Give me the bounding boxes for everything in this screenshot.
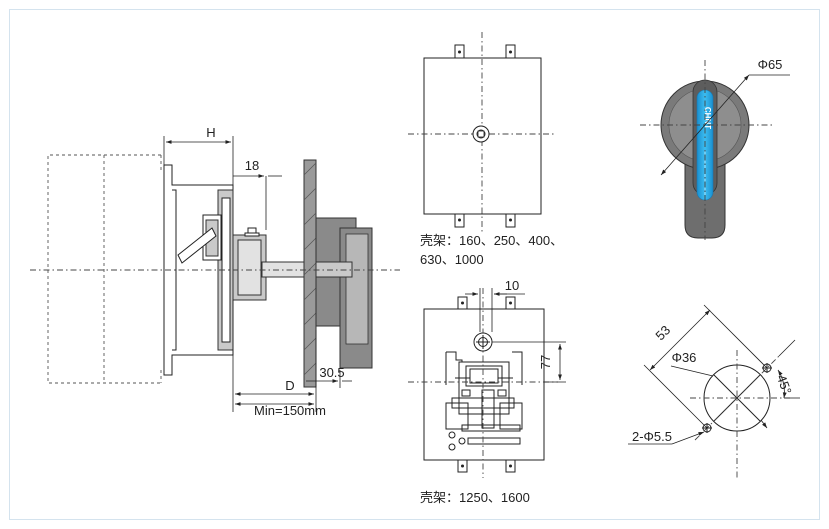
front-panel-small: 壳架：160、250、400、 630、1000 [408, 32, 563, 267]
dim-45-label: 45° [774, 373, 795, 397]
dim-h-label: H [206, 125, 215, 140]
dim-d-label: D [285, 378, 294, 393]
dim-phi36-label: Φ36 [672, 350, 697, 365]
front-panel-large: 10 77 壳架：1250、1600 [408, 278, 566, 505]
rotary-handle: CHNT Φ65 [640, 57, 790, 240]
dim-holes-label: 2-Φ5.5 [632, 429, 672, 444]
dim-18-label: 18 [245, 158, 259, 173]
dim-305-label: 30.5 [319, 365, 344, 380]
door-hole-pattern: 53 Φ36 45° 2-Φ5.5 [628, 304, 800, 478]
dim-min-label: Min=150mm [254, 403, 326, 418]
outer-border [9, 9, 820, 520]
dim-77-label: 77 [538, 355, 553, 369]
side-view: H 18 D Min=150mm 30.5 [30, 125, 400, 418]
caption-large-frames: 壳架：1250、1600 [420, 490, 530, 505]
dim-10-label: 10 [505, 278, 519, 293]
caption-small-frames-line1: 壳架：160、250、400、 [420, 233, 563, 248]
dim-53-label: 53 [652, 322, 673, 343]
caption-small-frames-line2: 630、1000 [420, 252, 484, 267]
dim-phi65-label: Φ65 [758, 57, 783, 72]
